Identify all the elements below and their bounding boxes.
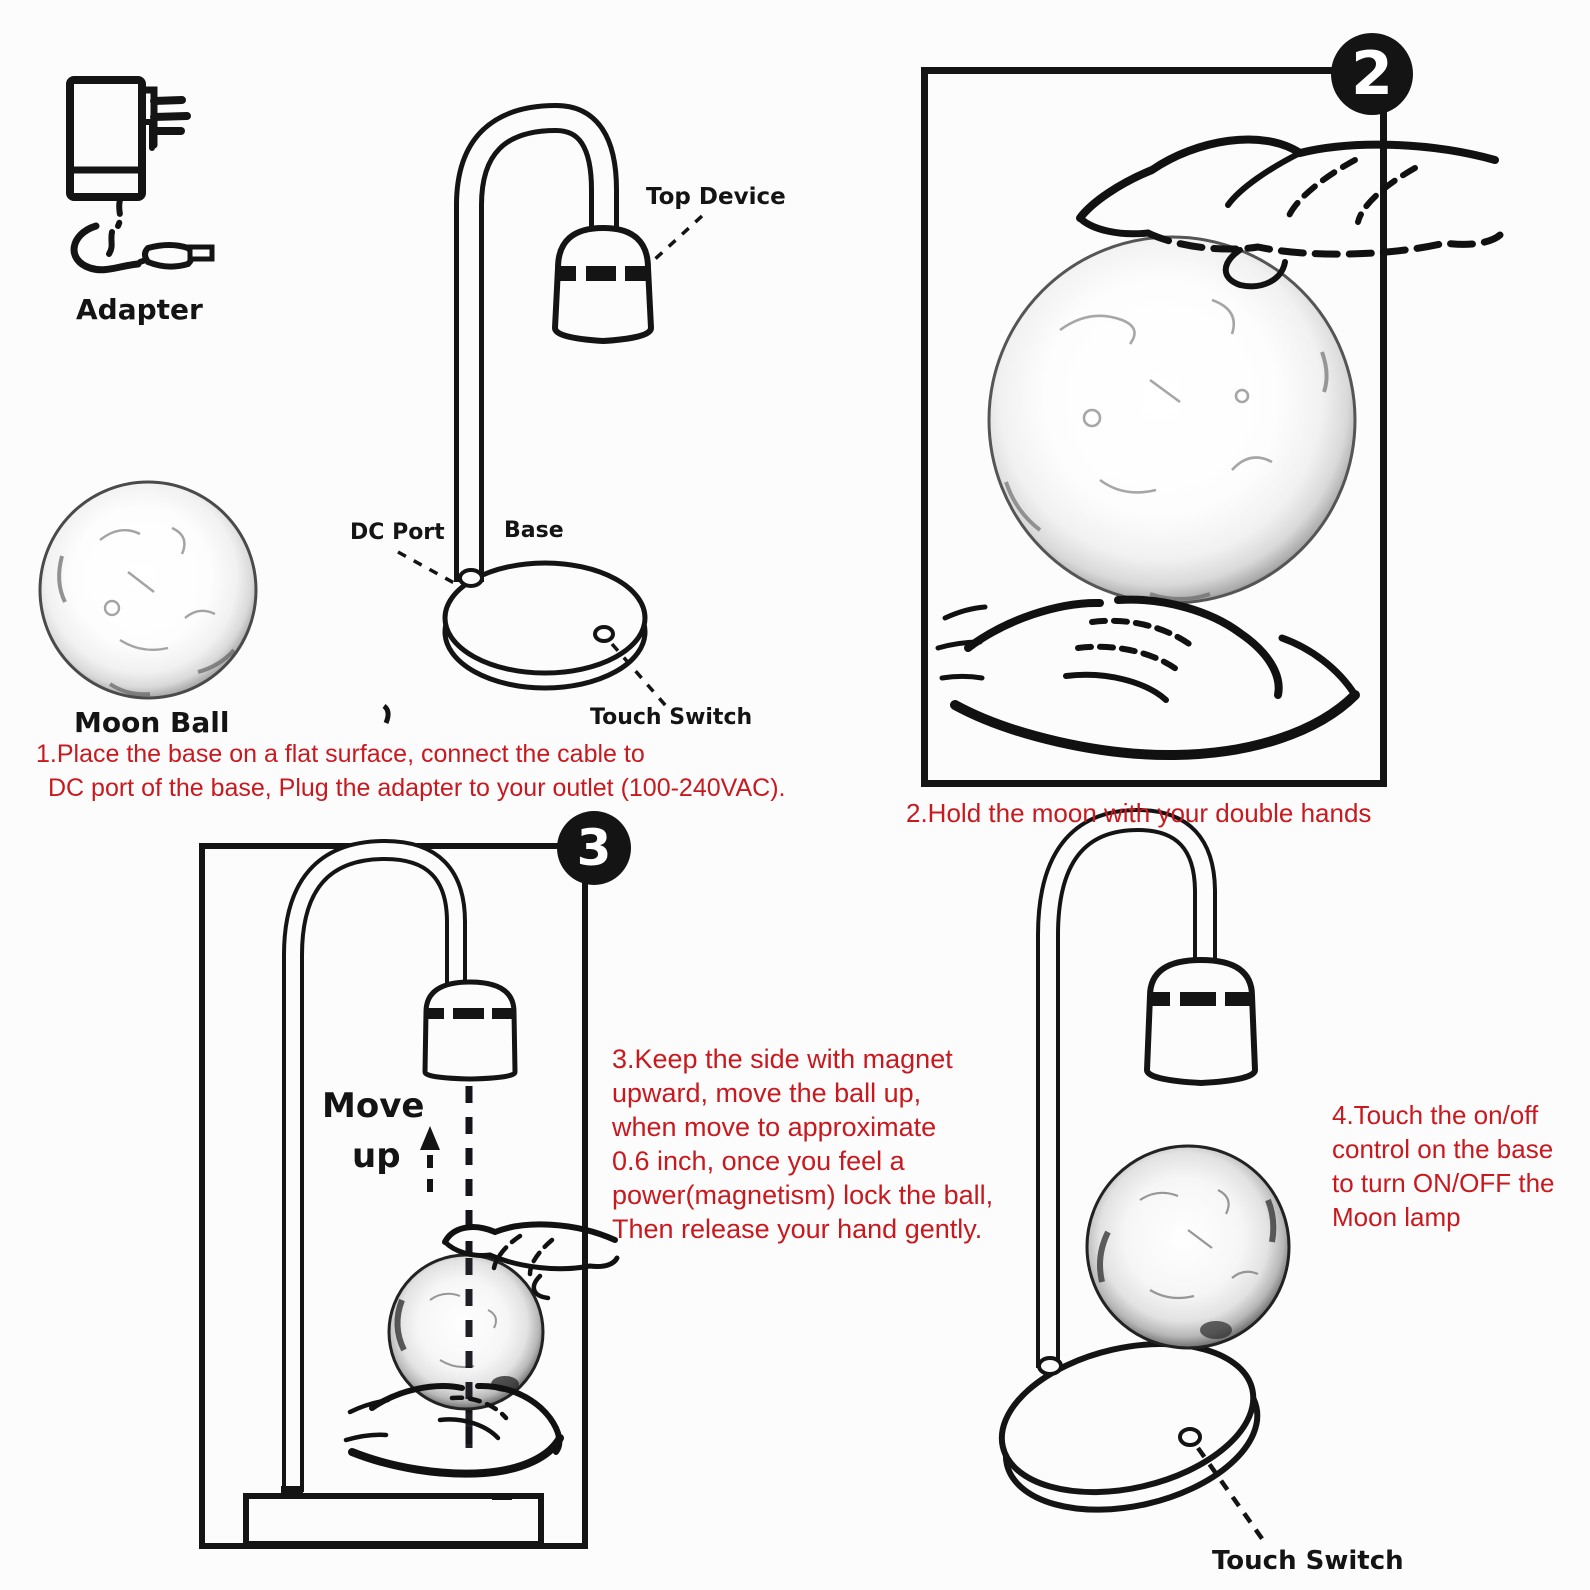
top-device-label: Top Device (646, 184, 786, 210)
step4-touch-switch-dot (1178, 1427, 1202, 1447)
step4-illustration (998, 807, 1291, 1542)
step3-move-label-line1: Move (322, 1086, 425, 1126)
touch-switch-pointer-line (610, 642, 668, 708)
plug-prongs-icon (150, 96, 191, 135)
step2-badge: 2 (1331, 33, 1413, 115)
step3-text-line5: power(magnetism) lock the ball, (612, 1180, 994, 1210)
step4-text-line3: to turn ON/OFF the (1332, 1168, 1555, 1198)
step3-move-label-line2: up (352, 1136, 401, 1176)
step4-text-line4: Moon lamp (1332, 1202, 1461, 1232)
step3-badge: 3 (557, 811, 631, 885)
top-device-pointer-line (652, 214, 704, 262)
step3-text: 3.Keep the side with magnet upward, move… (612, 1042, 993, 1246)
dc-pole-hole (458, 568, 484, 588)
step2-panel-frame (921, 67, 1387, 787)
step4-touch-switch-label: Touch Switch (1212, 1546, 1404, 1576)
step3-text-line4: 0.6 inch, once you feel a (612, 1146, 905, 1176)
moon-ball-label: Moon Ball (74, 706, 230, 739)
step1-text-line2: DC port of the base, Plug the adapter to… (48, 774, 786, 802)
step4-touch-switch-pointer-line (1196, 1446, 1265, 1542)
step3-panel-frame (199, 843, 588, 1549)
adapter-illustration (66, 76, 215, 274)
step4-text-line2: control on the base (1332, 1134, 1554, 1164)
adapter-label: Adapter (76, 293, 203, 326)
step2-caption: 2.Hold the moon with your double hands (906, 798, 1372, 828)
step4-text-line1: 4.Touch the on/off (1332, 1100, 1539, 1130)
top-device-illustration (551, 224, 655, 345)
step1-text-line1: 1.Place the base on a flat surface, conn… (36, 740, 645, 768)
moon-ball-illustration (38, 480, 258, 700)
dc-port-pointer-line (397, 550, 457, 586)
step3-text-line3: when move to approximate (612, 1112, 937, 1142)
step4-text: 4.Touch the on/off control on the base t… (1332, 1098, 1555, 1234)
step4-pole-hole (1037, 1356, 1063, 1376)
touch-switch-label: Touch Switch (590, 705, 753, 730)
stray-mark (382, 703, 391, 724)
touch-switch-dot (593, 625, 615, 643)
base-label: Base (504, 518, 564, 543)
step4-top-device (1143, 956, 1259, 1087)
step3-text-line6: Then release your hand gently. (612, 1214, 983, 1244)
step3-text-line2: upward, move the ball up, (612, 1078, 922, 1108)
dc-port-label: DC Port (350, 520, 445, 545)
step3-text-line1: 3.Keep the side with magnet (612, 1044, 953, 1074)
